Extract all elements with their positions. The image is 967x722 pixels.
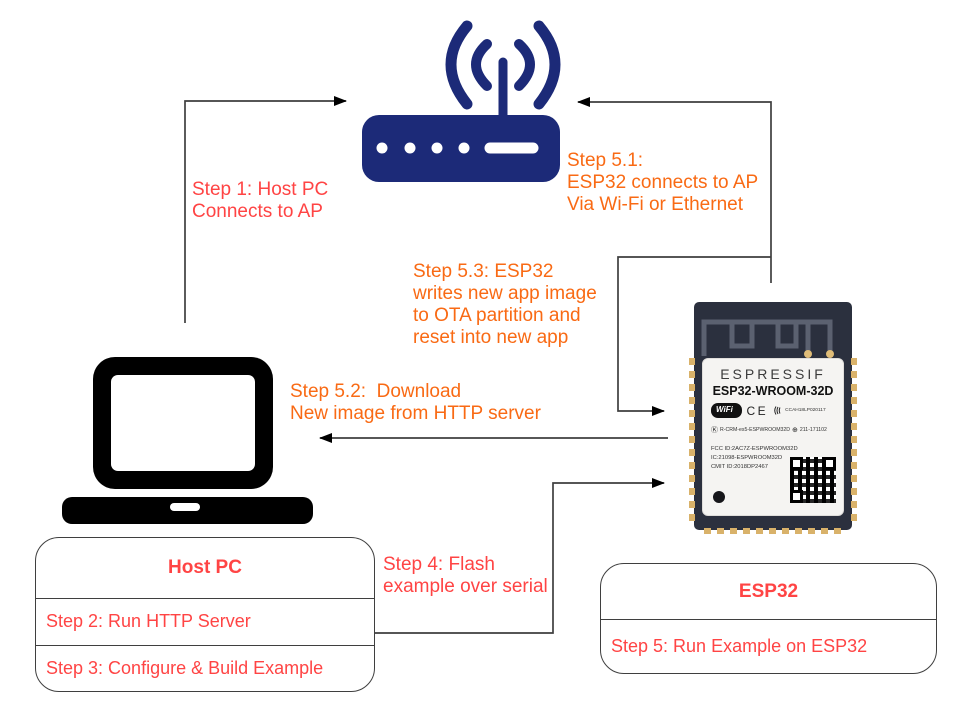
kc-id-text: R-CRM-es5-ESPWROOM32D <box>720 427 791 433</box>
step5-1-label: Step 5.1: ESP32 connects to AP Via Wi-Fi… <box>567 150 759 215</box>
qr-code <box>790 457 836 503</box>
esp32-box-title: ESP32 <box>738 580 799 602</box>
ic-id-text: IC:21098-ESPWROOM32D <box>711 455 783 461</box>
ce-mark: CE <box>746 403 769 418</box>
module-label: ESPRESSIF ESP32-WROOM-32D WiFi® CE CCAH1… <box>702 358 844 516</box>
host-pc-step2-row: Step 2: Run HTTP Server <box>36 598 374 645</box>
coil-icon <box>774 406 781 415</box>
arrow-step4-hostpc-to-esp32 <box>375 478 665 634</box>
module-cert-row-1: WiFi® CE CCAH18LP020117 <box>711 403 826 418</box>
module-pads-bottom <box>704 528 842 534</box>
step5-2-label: Step 5.2: Download New image from HTTP s… <box>290 381 541 424</box>
wifi-logo: WiFi® <box>711 403 742 418</box>
kc-mark-icon: Ⓚ <box>711 427 718 434</box>
fcc-id-text: FCC ID:2AC7Z-ESPWROOM32D <box>711 446 798 452</box>
cmit-id-text: CMIT ID:2018DP2467 <box>711 464 768 470</box>
step1-label: Step 1: Host PC Connects to AP <box>192 179 329 222</box>
step4-label: Step 4: Flash example over serial <box>383 554 548 597</box>
access-point-icon <box>362 20 561 182</box>
module-model-text: ESP32-WROOM-32D <box>712 384 834 398</box>
cert-id-text: CCAH18LP020117 <box>773 405 826 416</box>
module-antenna-trace <box>701 319 834 358</box>
module-pads-left <box>689 358 695 522</box>
esp32-module-image: ESPRESSIF ESP32-WROOM-32D WiFi® CE CCAH1… <box>689 302 857 534</box>
qr-finder-topleft <box>790 457 803 470</box>
host-pc-box-title: Host PC <box>168 557 242 578</box>
qr-finder-topright <box>823 457 836 470</box>
module-regulatory-lines: FCC ID:2AC7Z-ESPWROOM32D IC:21098-ESPWRO… <box>711 445 798 472</box>
espressif-logo: ESPRESSIF <box>720 366 826 382</box>
arrow-step1-hostpc-to-ap <box>184 96 347 323</box>
arrow-step5-3-to-esp32 <box>617 256 771 416</box>
esp32-step5-row: Step 5: Run Example on ESP32 <box>601 619 936 673</box>
module-cert-row-2: Ⓚ R-CRM-es5-ESPWROOM32D ⊕ 211-171102 <box>711 425 827 435</box>
kc-num-text: 211-171102 <box>799 427 827 433</box>
host-pc-step3-row: Step 3: Configure & Build Example <box>36 644 374 692</box>
registered-mark: ® <box>732 403 737 409</box>
arrow-step5-1-esp32-to-ap <box>577 97 772 283</box>
module-pads-right <box>851 358 857 522</box>
qr-finder-bottomleft <box>790 490 803 503</box>
step5-3-label: Step 5.3: ESP32 writes new app image to … <box>413 261 597 348</box>
host-pc-laptop-icon <box>62 357 313 524</box>
host-pc-box: Host PC Step 2: Run HTTP Server Step 3: … <box>35 537 375 692</box>
module-pin1-dot <box>713 491 725 503</box>
kcc-circle-icon: ⊕ <box>792 427 798 434</box>
esp32-box: ESP32 Step 5: Run Example on ESP32 <box>600 563 937 674</box>
